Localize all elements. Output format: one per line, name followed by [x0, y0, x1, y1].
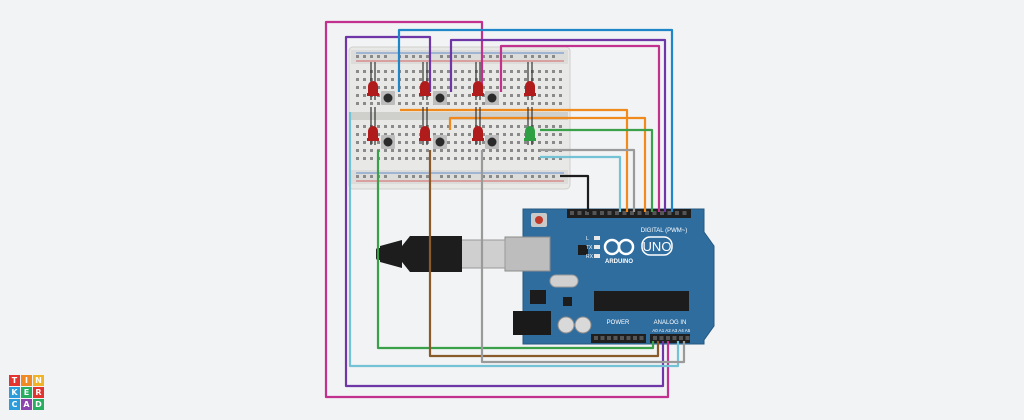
- wire-grey-2[interactable]: [540, 148, 636, 212]
- board-model: UNO: [643, 239, 672, 254]
- logo-letter: E: [21, 387, 32, 398]
- led-4[interactable]: [524, 62, 536, 100]
- wire-lightblue-2[interactable]: [348, 112, 680, 368]
- wire-purple[interactable]: [344, 35, 665, 388]
- wire-magenta[interactable]: [324, 20, 670, 399]
- power-jack-icon: [513, 311, 551, 335]
- analog-pin-label: A1: [659, 328, 665, 333]
- pushbutton[interactable]: [433, 135, 447, 149]
- onboard-led: [594, 236, 600, 240]
- usb-cable[interactable]: [376, 236, 506, 272]
- onboard-led-label: L: [586, 236, 589, 242]
- wire-magenta-2[interactable]: [499, 44, 661, 212]
- led-8[interactable]: [524, 107, 536, 145]
- logo-letter: A: [21, 399, 32, 410]
- led-3[interactable]: [472, 62, 484, 100]
- wire-lightblue-1[interactable]: [540, 155, 622, 212]
- reset-button[interactable]: [531, 213, 547, 227]
- pushbutton[interactable]: [381, 91, 395, 105]
- arduino-logo-icon: [603, 238, 635, 256]
- logo-letter: I: [21, 375, 32, 386]
- logo-letter: C: [9, 399, 20, 410]
- analog-pin-label: A5: [685, 328, 691, 333]
- atmega-chip: [594, 291, 689, 311]
- power-header-label: POWER: [607, 320, 630, 326]
- analog-header-label: ANALOG IN: [654, 320, 687, 326]
- analog-pin-label: A3: [672, 328, 678, 333]
- led-6[interactable]: [419, 107, 431, 145]
- pushbutton[interactable]: [381, 135, 395, 149]
- arduino-uno-board[interactable]: UNO ARDUINO DIGITAL (PWM~) ANALOG IN POW…: [504, 208, 715, 345]
- onboard-led: [594, 254, 600, 258]
- led-2[interactable]: [419, 62, 431, 100]
- logo-letter: D: [33, 399, 44, 410]
- wire-brown[interactable]: [428, 150, 660, 358]
- logo-letter: K: [9, 387, 20, 398]
- logo-letter: R: [33, 387, 44, 398]
- board-brand: ARDUINO: [605, 259, 633, 265]
- analog-pin-label: A0: [652, 328, 658, 333]
- led-7[interactable]: [472, 107, 484, 145]
- wire-grey[interactable]: [480, 150, 686, 364]
- logo-letter: T: [9, 375, 20, 386]
- logo-letter: N: [33, 375, 44, 386]
- wire-green-2[interactable]: [376, 150, 655, 350]
- led-5[interactable]: [367, 107, 379, 145]
- analog-pin-label: A2: [665, 328, 671, 333]
- wire-black[interactable]: [560, 174, 590, 212]
- pushbutton[interactable]: [485, 135, 499, 149]
- onboard-led-label: TX: [586, 245, 593, 251]
- wire-orange-2[interactable]: [448, 116, 647, 212]
- onboard-led: [594, 245, 600, 249]
- pushbutton[interactable]: [433, 91, 447, 105]
- onboard-led-label: RX: [586, 254, 594, 260]
- pushbutton[interactable]: [485, 91, 499, 105]
- wire-purple-2[interactable]: [449, 38, 667, 212]
- led-1[interactable]: [367, 62, 379, 100]
- digital-header-label: DIGITAL (PWM~): [641, 228, 688, 234]
- wire-blue-top[interactable]: [397, 28, 674, 212]
- analog-pin-label: A4: [678, 328, 684, 333]
- usb-port: [504, 236, 551, 272]
- wire-green-1[interactable]: [540, 128, 654, 212]
